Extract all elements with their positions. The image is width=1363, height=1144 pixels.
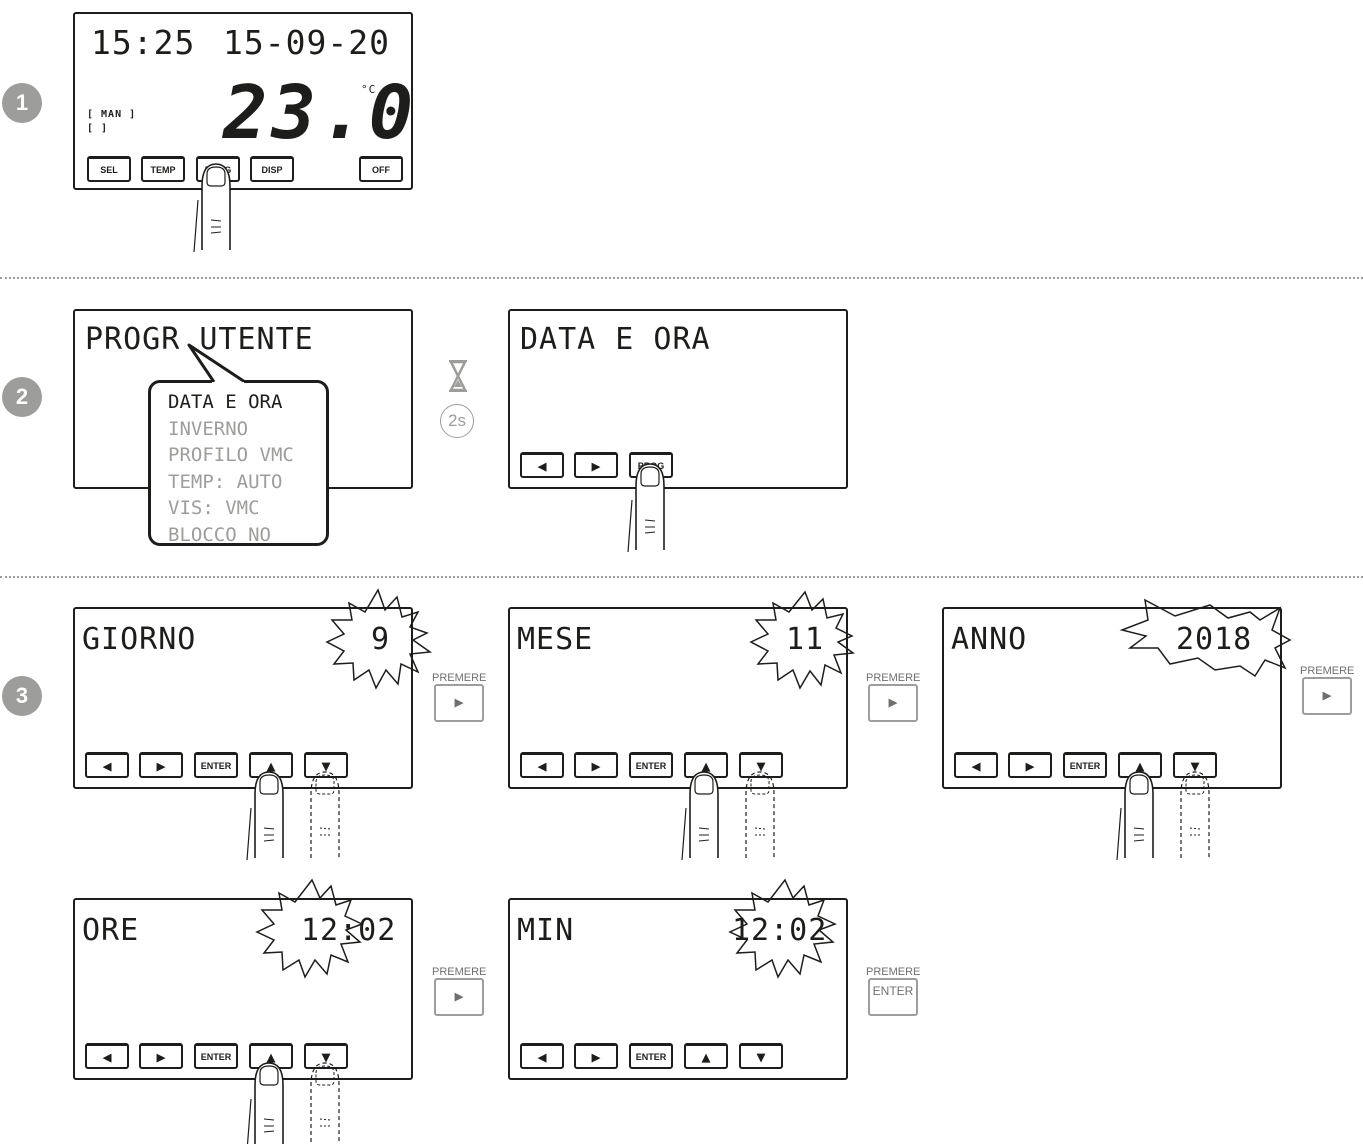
finger-press-down <box>311 772 339 858</box>
finger-press-up <box>1117 772 1153 860</box>
blinking-value: 2018 <box>1176 625 1252 655</box>
blinking-value: 9 <box>371 625 390 655</box>
finger-press-down <box>746 772 774 858</box>
finger-press-prog <box>194 164 230 252</box>
blinking-value: 12:02 <box>301 916 396 946</box>
finger-press-up <box>682 772 718 860</box>
finger-press-up <box>247 772 283 860</box>
finger-press-down <box>311 1063 339 1144</box>
popup-pointer <box>189 345 245 382</box>
finger-press-prog <box>628 464 664 552</box>
finger-press-up <box>247 1063 283 1144</box>
finger-press-down <box>1181 772 1209 858</box>
blinking-value: 12:02 <box>732 916 827 946</box>
blinking-value: 11 <box>786 625 824 655</box>
